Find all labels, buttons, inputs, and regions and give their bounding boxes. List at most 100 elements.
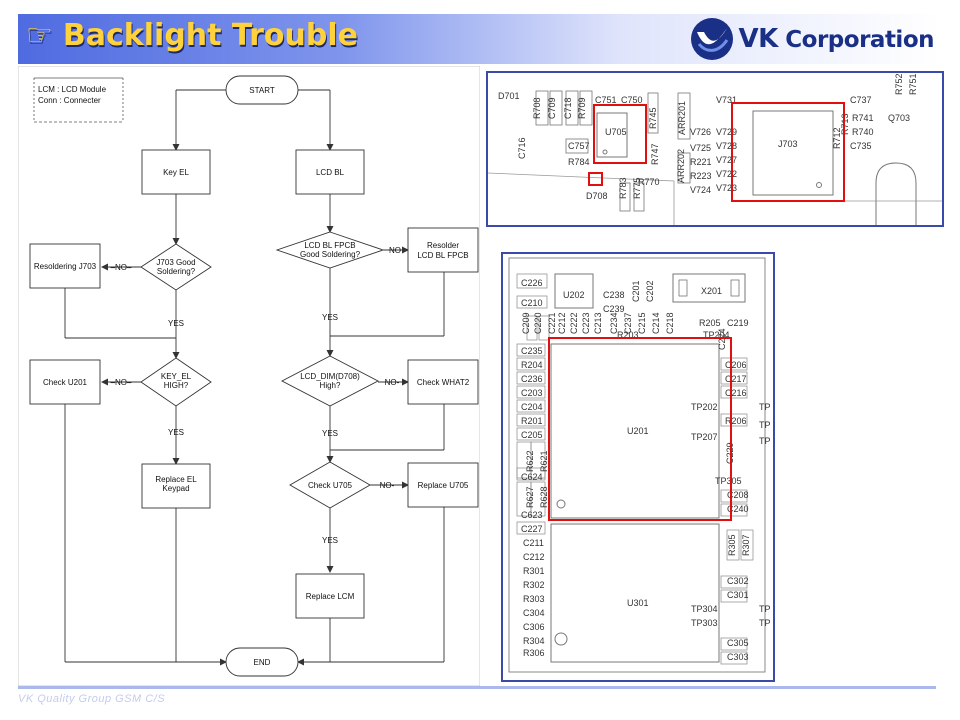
component-outline bbox=[677, 152, 691, 184]
u705-highlight bbox=[593, 104, 647, 164]
pcb-label: R709 bbox=[577, 97, 587, 119]
pcb-label: C223 bbox=[581, 312, 591, 334]
page-title-text: Backlight Trouble bbox=[62, 18, 358, 53]
pcb-label: R304 bbox=[523, 636, 545, 646]
pcb-label: C757 bbox=[568, 141, 590, 151]
replace-el-label-2: Keypad bbox=[162, 484, 189, 493]
pcb-label: C716 bbox=[517, 137, 527, 159]
pcb-label: R747 bbox=[650, 143, 660, 165]
pcb-label: D701 bbox=[498, 91, 520, 101]
pcb-label: U301 bbox=[627, 598, 649, 608]
pcb-label: C751 bbox=[595, 95, 617, 105]
pcb-label: C208 bbox=[727, 490, 749, 500]
pcb-label: R301 bbox=[523, 566, 545, 576]
pcb-label: R203 bbox=[617, 330, 639, 340]
component-outline bbox=[516, 371, 546, 385]
pcb-label: C211 bbox=[523, 538, 544, 548]
pcb-label: C302 bbox=[727, 576, 749, 586]
pcb-label: V728 bbox=[716, 141, 737, 151]
logo-text: VK Corporation bbox=[738, 24, 935, 54]
pcb-label: C235 bbox=[521, 346, 543, 356]
pcb-label: C216 bbox=[725, 388, 747, 398]
pcb-label: C718 bbox=[563, 97, 573, 119]
pcb-label: TP bbox=[759, 420, 771, 430]
key-el-box bbox=[141, 149, 211, 195]
u201-highlight bbox=[548, 337, 732, 521]
pcb-label: C303 bbox=[727, 652, 749, 662]
lcd-bl-box bbox=[295, 149, 365, 195]
pcb-label: TP305 bbox=[715, 476, 742, 486]
pcb-label: R307 bbox=[741, 534, 751, 556]
pcb-label: R708 bbox=[532, 97, 542, 119]
pcb-label: C210 bbox=[521, 298, 543, 308]
check-u705-decision bbox=[289, 461, 371, 509]
pcb-label: C226 bbox=[521, 278, 543, 288]
component-outline bbox=[619, 182, 631, 212]
pcb-label: R784 bbox=[568, 157, 590, 167]
pcb-label: R201 bbox=[521, 416, 543, 426]
pcb-label: R628 bbox=[539, 486, 549, 508]
pcb-label: C224 bbox=[717, 328, 727, 350]
pcb-label: R627 bbox=[525, 486, 535, 508]
replace-lcm-label: Replace LCM bbox=[306, 592, 355, 601]
resolder-label-1: Resolder bbox=[427, 241, 459, 250]
edge-yes-j703: YES bbox=[168, 319, 184, 328]
footer-text: VK Quality Group GSM C/S bbox=[18, 693, 166, 705]
pcb-label: C204 bbox=[521, 402, 543, 412]
lcd-dim-decision bbox=[281, 355, 379, 407]
component-outline bbox=[516, 295, 548, 309]
pcb-label: C217 bbox=[725, 374, 747, 384]
pcb-label: TP303 bbox=[691, 618, 718, 628]
check-u201-box bbox=[29, 359, 101, 405]
pcb-label: C735 bbox=[850, 141, 872, 151]
pcb-label: C220 bbox=[533, 312, 543, 334]
replace-lcm-box bbox=[295, 573, 365, 619]
pcb-label: C306 bbox=[523, 622, 545, 632]
pointing-hand-icon: ☞ bbox=[26, 18, 53, 53]
pcb-label: C238 bbox=[603, 290, 625, 300]
pcb-label: R205 bbox=[699, 318, 721, 328]
component-outline bbox=[720, 413, 748, 427]
replace-el-keypad-box bbox=[141, 463, 211, 509]
key-el-high-label-1: KEY_EL bbox=[161, 372, 192, 381]
pcb-label: C305 bbox=[727, 638, 749, 648]
pcb-label: U201 bbox=[627, 426, 649, 436]
pcb-label: C218 bbox=[665, 312, 675, 334]
header-banner: ☞ Backlight Trouble VK Corporation bbox=[18, 14, 942, 64]
pcb-label: R712 bbox=[832, 127, 842, 149]
pcb-label: R740 bbox=[852, 127, 874, 137]
pcb-label: C624 bbox=[521, 472, 543, 482]
pcb-label: C623 bbox=[521, 510, 543, 520]
component-outline bbox=[516, 343, 546, 357]
component-outline bbox=[549, 90, 563, 126]
edge-no-j703: –NO– bbox=[111, 263, 132, 272]
pcb-label: TP207 bbox=[691, 432, 718, 442]
pcb-label: C737 bbox=[850, 95, 872, 105]
pcb-label: V723 bbox=[716, 183, 737, 193]
pcb-label: Q703 bbox=[888, 113, 910, 123]
pcb-label: C219 bbox=[727, 318, 749, 328]
component-outline bbox=[677, 92, 691, 140]
component-outline bbox=[720, 651, 748, 665]
pcb-label: R775 bbox=[632, 177, 642, 199]
resoldering-j703-box bbox=[29, 243, 101, 289]
pcb-label: TP bbox=[759, 402, 771, 412]
pcb-label: C237 bbox=[623, 312, 633, 334]
replace-u705-label: Replace U705 bbox=[418, 481, 469, 490]
component-outline bbox=[720, 385, 748, 399]
component-outline bbox=[720, 371, 748, 385]
fpcb-label-2: Good Soldering? bbox=[300, 250, 361, 259]
key-el-high-label-2: HIGH? bbox=[164, 381, 189, 390]
pcb-label: C304 bbox=[523, 608, 545, 618]
pcb-label: C222 bbox=[569, 312, 579, 334]
pcb-label: V724 bbox=[690, 185, 711, 195]
vk-swoosh-icon bbox=[690, 18, 733, 60]
key-el-label: Key EL bbox=[163, 168, 189, 177]
edge-no-u705: NO- bbox=[380, 481, 395, 490]
pcb-label: R745 bbox=[648, 107, 658, 129]
pcb-label: R621 bbox=[539, 450, 549, 472]
edge-no-fpcb: NO bbox=[389, 246, 401, 255]
pcb-label: V725 bbox=[690, 143, 711, 153]
j703-decision bbox=[140, 243, 212, 291]
